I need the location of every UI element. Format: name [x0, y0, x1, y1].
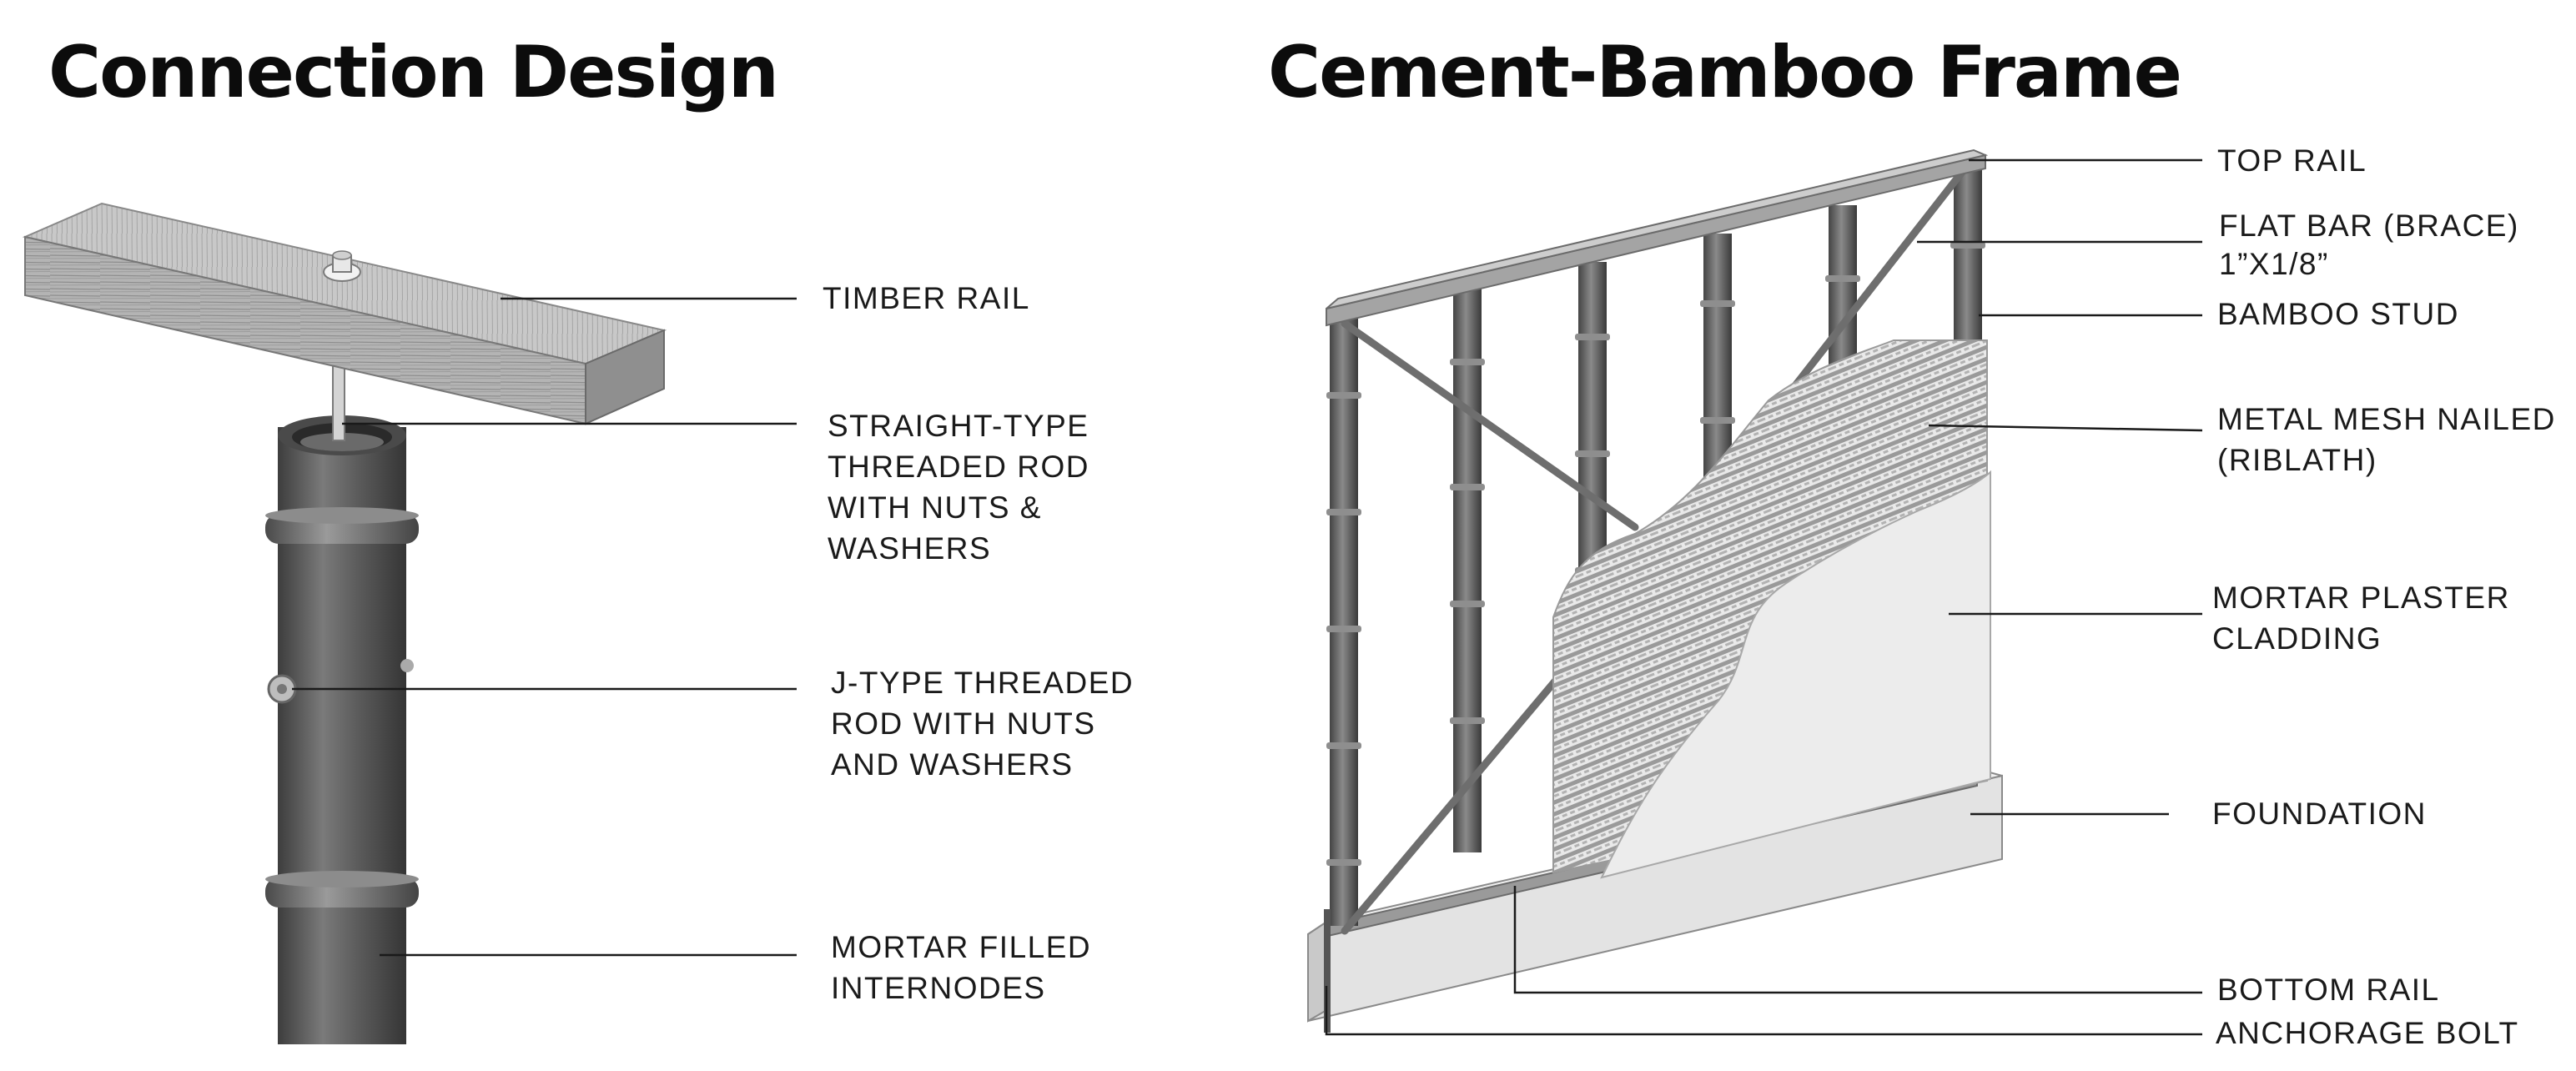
- label-mortar-filled-internodes: MORTAR FILLED INTERNODES: [831, 930, 1092, 1005]
- connection-design-title: Connection Design: [48, 31, 779, 114]
- connection-leader-lines: [292, 297, 797, 957]
- leader-bottom-rail: [1513, 886, 2202, 994]
- bamboo-stud-2: [1453, 289, 1482, 852]
- timber-rail-beam: [22, 202, 667, 425]
- bamboo-node-ring-lower: [265, 871, 419, 908]
- mortar-plaster-cladding: [1600, 470, 1991, 879]
- brace-lower-left: [1341, 673, 1562, 935]
- top-rail: [1326, 148, 1989, 327]
- bamboo-node-ring-upper: [265, 507, 419, 544]
- label-anchorage-bolt: ANCHORAGE BOLT: [2216, 1016, 2519, 1050]
- label-straight-threaded-rod: STRAIGHT-TYPE THREADED ROD WITH NUTS & W…: [828, 409, 1090, 566]
- label-j-type-threaded-rod: J-TYPE THREADED ROD WITH NUTS AND WASHER…: [831, 666, 1135, 782]
- label-mortar-plaster-cladding: MORTAR PLASTER CLADDING: [2212, 581, 2510, 656]
- label-timber-rail: TIMBER RAIL: [823, 281, 1030, 315]
- label-bamboo-stud: BAMBOO STUD: [2217, 297, 2459, 331]
- label-bottom-rail: BOTTOM RAIL: [2217, 973, 2440, 1007]
- anchorage-bolt: [1324, 909, 1331, 1033]
- label-metal-mesh: METAL MESH NAILED (RIBLATH): [2217, 402, 2556, 477]
- frame-leader-lines: [1325, 158, 2203, 1036]
- leader-anchorage-bolt: [1325, 986, 2202, 1036]
- leader-metal-mesh: [1928, 424, 2203, 432]
- j-type-rod-nut: [267, 659, 414, 704]
- label-top-rail: TOP RAIL: [2217, 143, 2367, 178]
- label-foundation: FOUNDATION: [2212, 797, 2427, 831]
- cement-bamboo-frame-title: Cement-Bamboo Frame: [1268, 31, 2182, 114]
- brace-upper-left: [1341, 319, 1639, 531]
- label-flat-bar-brace: FLAT BAR (BRACE) 1”X1/8”: [2219, 209, 2519, 281]
- straight-threaded-rod: [332, 363, 345, 441]
- bamboo-stud-1: [1330, 317, 1358, 926]
